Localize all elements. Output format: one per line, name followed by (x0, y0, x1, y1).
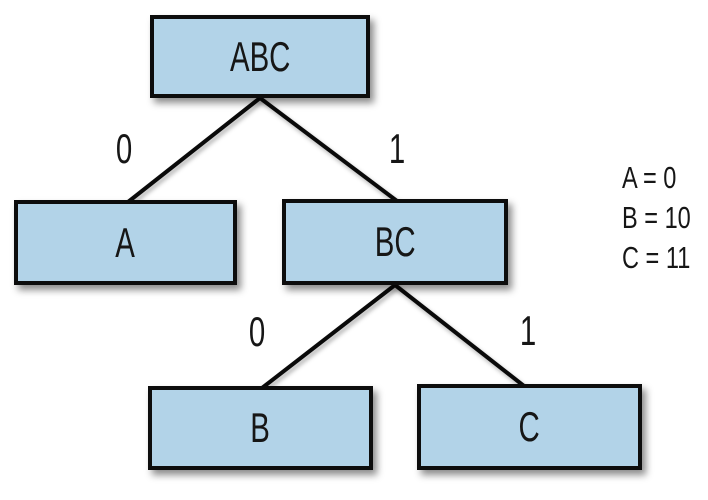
node-bc: BC (282, 199, 508, 285)
legend-line-b: B = 10 (622, 200, 691, 235)
node-b-label: B (250, 404, 271, 451)
node-a: A (14, 200, 237, 285)
node-abc: ABC (150, 15, 370, 98)
edge-bc-to-c (393, 283, 526, 388)
node-c-label: C (518, 403, 541, 450)
edge-abc-to-a (126, 96, 262, 204)
legend-line-a: A = 0 (622, 160, 677, 195)
edge-label-root-right: 1 (388, 125, 406, 172)
edge-abc-to-bc (258, 96, 399, 203)
node-abc-label: ABC (229, 32, 291, 80)
node-bc-label: BC (374, 218, 416, 265)
edge-label-bc-right: 1 (519, 307, 537, 354)
node-a-label: A (115, 218, 136, 266)
edge-bc-to-b (260, 283, 397, 390)
edge-label-root-left: 0 (115, 125, 133, 172)
node-c: C (417, 384, 642, 470)
node-b: B (148, 386, 373, 470)
legend-line-c: C = 11 (622, 240, 691, 275)
code-legend: A = 0 B = 10 C = 11 (622, 158, 708, 278)
edge-label-bc-left: 0 (248, 308, 266, 355)
